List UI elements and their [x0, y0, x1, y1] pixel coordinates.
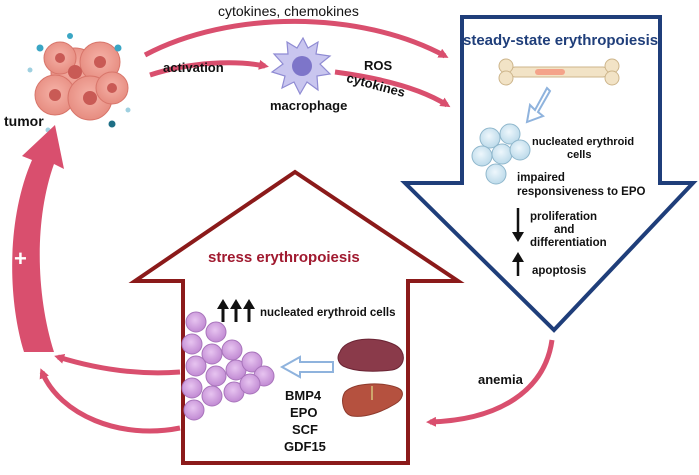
tumor-illustration [27, 33, 131, 133]
steady-state-cells [471, 123, 531, 185]
organs-to-cells-arrow [279, 355, 334, 379]
stress-cells-label: nucleated erythroid cells [260, 307, 396, 319]
factor-epo: EPO [290, 405, 317, 420]
prolif-label-1: proliferation [530, 211, 597, 223]
label-activation: activation [163, 60, 224, 75]
arrow-macrophage-to-steady-state [334, 69, 451, 108]
plus-sign: + [14, 246, 27, 271]
bone-to-cells-arrow [525, 86, 552, 124]
arrow-tumor-to-steady-state [143, 18, 449, 59]
apoptosis-label: apoptosis [532, 265, 586, 277]
steady-state-title: steady-state erythropoiesis [463, 32, 658, 49]
liver-icon [342, 383, 403, 417]
prolif-label-3: differentiation [530, 237, 607, 249]
arrow-anemia [426, 339, 555, 427]
label-cytokines-chemokines: cytokines, chemokines [218, 3, 359, 19]
stress-cells [181, 311, 275, 421]
three-up-arrows-icon [217, 299, 255, 322]
impaired-label-2: responsiveness to EPO [517, 186, 646, 198]
factor-bmp4: BMP4 [285, 388, 322, 403]
prolif-label-2: and [554, 224, 574, 236]
bone-icon [498, 58, 620, 86]
impaired-label-1: impaired [517, 172, 565, 184]
arrow-tumor-to-macrophage [149, 59, 269, 78]
steady-cells-label-1: nucleated erythroid [532, 136, 634, 148]
increase-arrow-icon [512, 252, 524, 276]
decrease-arrow-icon [512, 208, 524, 242]
label-cytokines: cytokines [345, 70, 407, 100]
steady-cells-label-2: cells [567, 149, 591, 161]
steady-state-arrow-shape [400, 15, 698, 333]
macrophage-illustration [270, 36, 332, 96]
factor-gdf15: GDF15 [284, 439, 326, 454]
stress-title: stress erythropoiesis [208, 249, 360, 266]
spleen-icon [337, 338, 404, 372]
label-ros: ROS [364, 58, 393, 73]
label-anemia: anemia [478, 372, 524, 387]
arrow-stress-to-big-arrow-lower [39, 368, 181, 434]
label-tumor: tumor [4, 113, 44, 129]
arrow-stress-to-big-arrow-upper [54, 353, 181, 376]
factor-scf: SCF [292, 422, 318, 437]
label-macrophage: macrophage [270, 98, 347, 113]
big-feedback-arrow [12, 125, 64, 352]
